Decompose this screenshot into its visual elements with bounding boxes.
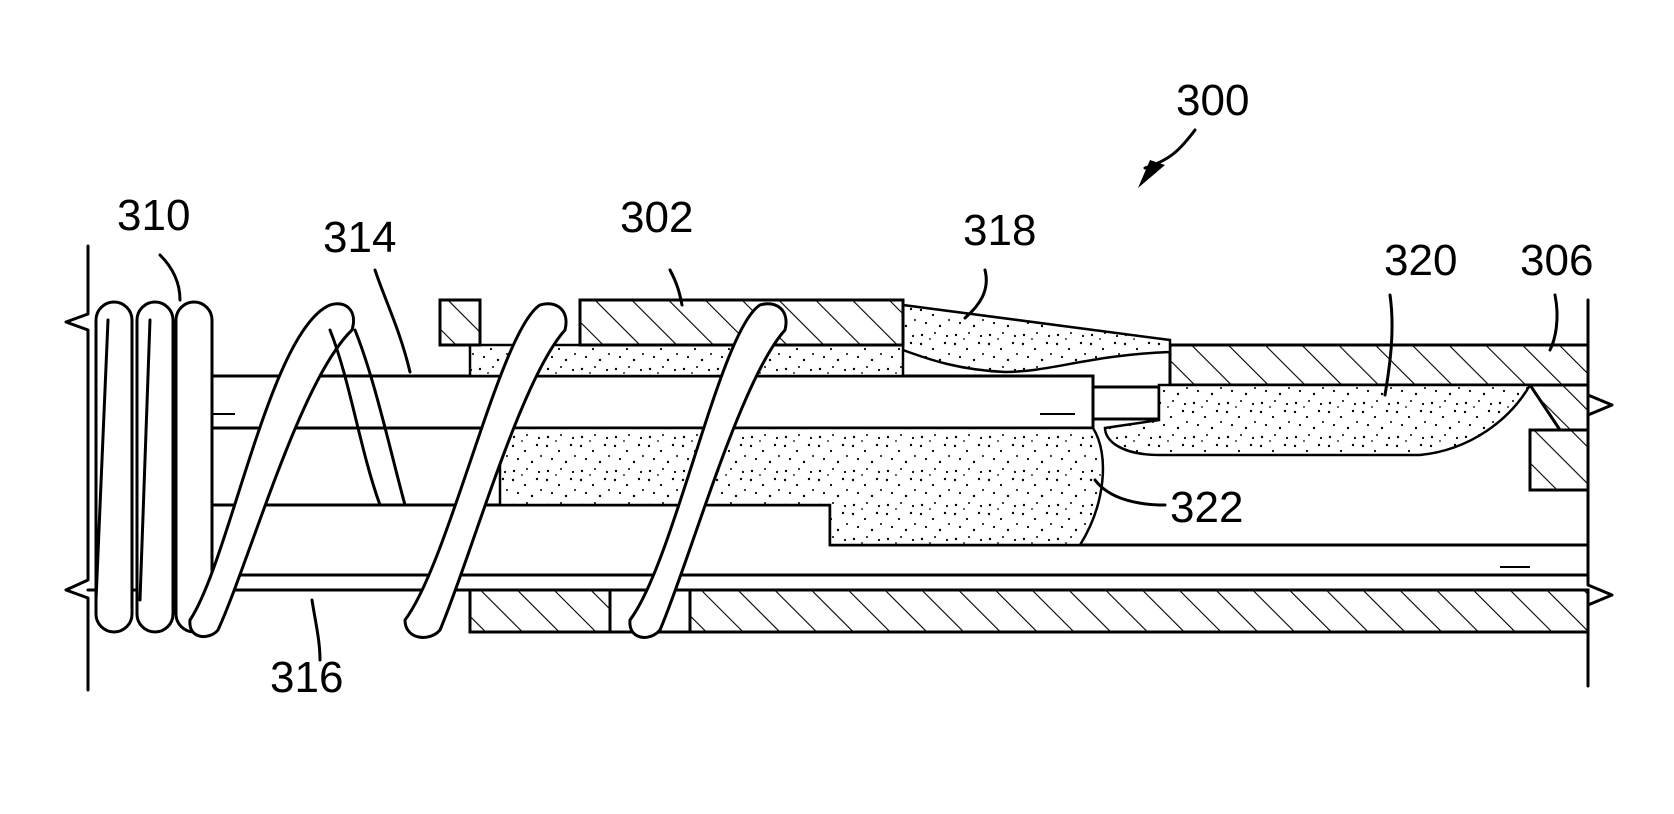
label-314: 314 [323,213,396,262]
stipple-fill-322 [500,428,1103,545]
right-break-line [1588,300,1612,686]
label-320: 320 [1384,236,1457,285]
label-316: 316 [270,653,343,702]
label-306: 306 [1520,236,1593,285]
stipple-fill-318 [903,305,1170,372]
sleeve-302 [440,300,903,345]
label-302: 302 [620,193,693,242]
label-318: 318 [963,206,1036,255]
left-break-line [66,246,88,690]
stipple-fill-320 [1105,385,1530,455]
label-322: 322 [1170,483,1243,532]
label-300: 300 [1176,76,1249,125]
coil-310 [96,302,212,632]
label-310: 310 [117,191,190,240]
